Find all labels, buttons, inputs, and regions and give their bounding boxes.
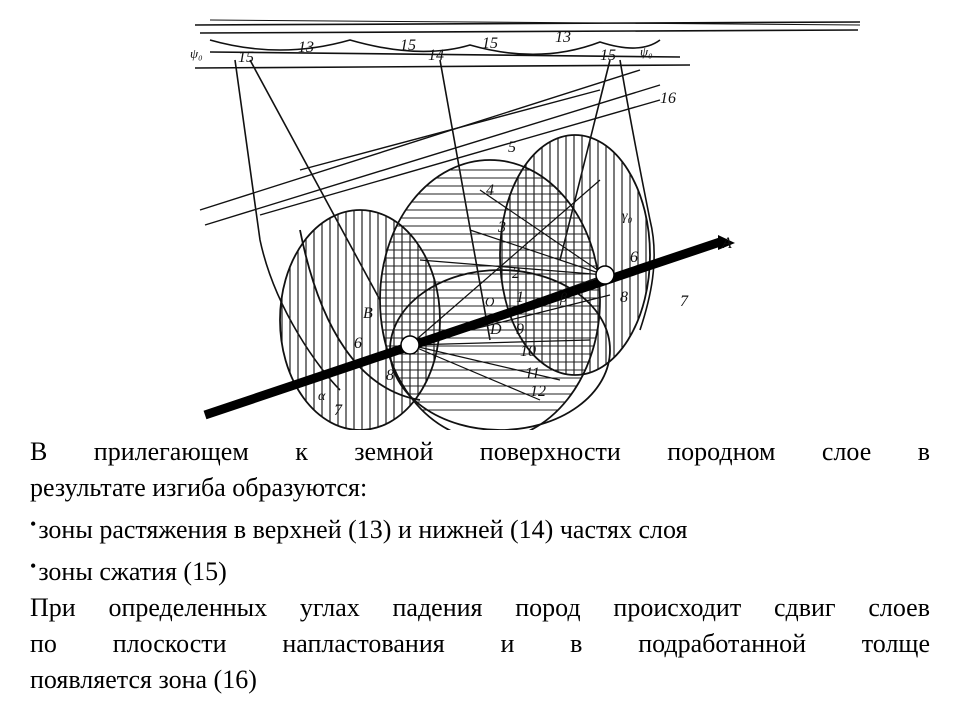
label-12: 12 [530, 383, 546, 400]
label-O: O [485, 294, 495, 309]
label-14: 14 [428, 47, 444, 64]
label-beta: β [559, 291, 567, 306]
label-15-b: 15 [400, 37, 416, 54]
label-10: 10 [520, 343, 536, 360]
label-alpha: α [318, 389, 326, 404]
coal-seam [203, 235, 735, 420]
label-6-left: 6 [354, 335, 362, 352]
strata-lines [199, 69, 661, 226]
zone-outlines [279, 134, 651, 430]
bullet-item-1: •зоны растяжения в верхней (13) и нижней… [30, 506, 930, 548]
label-6-right: 6 [630, 249, 638, 266]
label-16: 16 [660, 90, 676, 107]
paragraph-2-line-3: появляется зона (16) [30, 665, 257, 694]
label-13-left: 13 [298, 39, 314, 56]
paragraph-1-line-2: результате изгиба образуются: [30, 473, 368, 502]
bullet-marker: • [30, 556, 37, 576]
label-3: 3 [497, 219, 506, 236]
label-9: 9 [516, 321, 524, 338]
label-15-a: 15 [238, 49, 254, 66]
bullet-marker: • [30, 514, 37, 534]
label-5: 5 [508, 139, 516, 156]
label-8-right: 8 [620, 289, 628, 306]
label-1: 1 [516, 289, 524, 306]
label-15-d: 15 [600, 47, 616, 64]
paragraph-1-line-1: В прилегающем к земной поверхности пород… [30, 437, 930, 466]
label-13-right: 13 [555, 29, 571, 46]
label-7-left: 7 [334, 402, 343, 419]
label-4: 4 [486, 182, 494, 199]
label-gamma: γ₀ [622, 209, 633, 224]
label-7-right: 7 [680, 293, 689, 310]
paragraph-2-line-2: по плоскости напластования и в подработа… [30, 629, 930, 658]
paragraph-2-line-1: При определенных углах падения пород про… [30, 593, 930, 622]
label-psi-right: ψ₀ [640, 44, 653, 59]
label-15-c: 15 [482, 35, 498, 52]
rock-deformation-diagram: 13 13 14 15 15 15 15 16 ψ₀ ψ₀ 5 4 3 2 1 … [190, 19, 861, 430]
label-2: 2 [512, 265, 520, 282]
label-A: A [721, 235, 732, 252]
slide-text: В прилегающем к земной поверхности пород… [30, 434, 930, 698]
ground-surface [194, 19, 861, 69]
bullet-item-2: •зоны сжатия (15) [30, 548, 930, 590]
bullet-text-1: зоны растяжения в верхней (13) и нижней … [38, 515, 688, 544]
diagram-labels: 13 13 14 15 15 15 15 16 ψ₀ ψ₀ 5 4 3 2 1 … [190, 29, 732, 419]
label-11: 11 [525, 365, 540, 382]
label-psi-left: ψ₀ [190, 46, 203, 61]
label-B: B [363, 305, 373, 322]
label-D: D [489, 321, 502, 338]
label-8-left: 8 [386, 367, 394, 384]
bullet-text-2: зоны сжатия (15) [38, 557, 227, 586]
